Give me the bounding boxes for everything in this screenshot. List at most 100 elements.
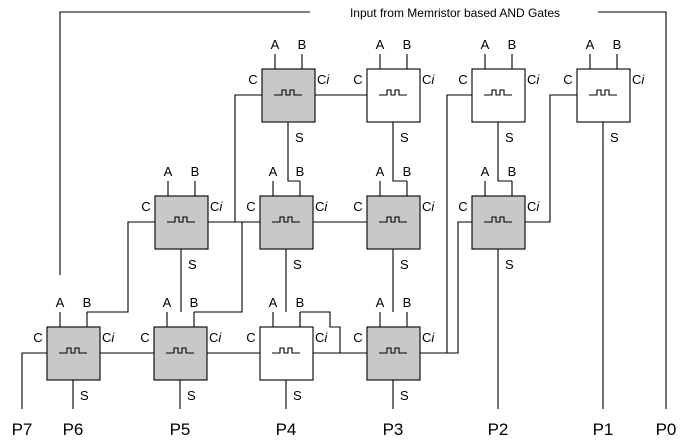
output-label-p1: P1 <box>593 420 614 439</box>
port-s-label: S <box>80 388 89 403</box>
pulse-waveform-icon <box>166 347 194 354</box>
port-s-label: S <box>400 257 409 272</box>
output-label-p0: P0 <box>656 420 677 439</box>
port-b-label: B <box>190 295 199 310</box>
port-a-label: A <box>376 295 385 310</box>
port-b-label: B <box>613 37 622 52</box>
adder-cell-r3c4: A B S C Ci <box>353 295 435 403</box>
sum-r3c3-cross <box>300 311 341 353</box>
adder-cell-r1c3: A B S C Ci <box>458 37 540 145</box>
sum-r1c3 <box>497 142 512 182</box>
port-ci-label: Ci <box>102 330 115 345</box>
port-c-label: C <box>353 72 362 87</box>
port-b-label: B <box>296 295 305 310</box>
port-ci-label: Ci <box>210 199 223 214</box>
adder-cell-r1c4: A B S C Ci <box>563 37 645 145</box>
port-c-label: C <box>563 72 572 87</box>
route-r3c1-c <box>21 352 47 409</box>
port-s-label: S <box>505 257 514 272</box>
adder-cell-r1c1: A B S C Ci <box>248 37 330 145</box>
sum-r1c2 <box>392 142 407 182</box>
route-r2c2-c <box>194 221 260 313</box>
route-r1c4-c <box>525 94 577 223</box>
port-b-label: B <box>508 37 517 52</box>
port-a-label: A <box>164 164 173 179</box>
route-r2c1-c <box>87 221 155 313</box>
port-b-label: B <box>403 37 412 52</box>
port-s-label: S <box>400 130 409 145</box>
pulse-waveform-icon <box>272 216 300 223</box>
port-a-label: A <box>269 164 278 179</box>
pulse-waveform-icon <box>59 347 87 354</box>
port-b-label: B <box>508 164 517 179</box>
adder-cell-r2c1: A B S C Ci <box>141 164 223 272</box>
port-a-label: A <box>269 295 278 310</box>
pulse-waveform-icon <box>167 216 195 223</box>
port-c-label: C <box>141 199 150 214</box>
port-b-label: B <box>83 295 92 310</box>
port-s-label: S <box>400 388 409 403</box>
port-s-label: S <box>188 257 197 272</box>
port-ci-label: Ci <box>317 72 330 87</box>
output-label-p7: P7 <box>12 420 33 439</box>
sum-r1c1 <box>287 142 300 182</box>
pulse-waveform-icon <box>484 216 512 223</box>
port-a-label: A <box>163 295 172 310</box>
port-a-label: A <box>376 164 385 179</box>
port-a-label: A <box>376 37 385 52</box>
adder-cell-r1c2: A B S C Ci <box>353 37 435 145</box>
pulse-waveform-icon <box>484 89 512 96</box>
port-ci-label: Ci <box>422 199 435 214</box>
port-s-label: S <box>505 130 514 145</box>
input-bus-left <box>59 11 310 275</box>
route-r1c3-c <box>420 94 472 354</box>
adder-cell-r2c3: A B S C Ci <box>353 164 435 272</box>
port-b-label: B <box>403 295 412 310</box>
port-c-label: C <box>246 199 255 214</box>
port-s-label: S <box>187 388 196 403</box>
port-c-label: C <box>458 72 467 87</box>
port-ci-label: Ci <box>527 199 540 214</box>
port-s-label: S <box>293 257 302 272</box>
pulse-waveform-icon <box>379 347 407 354</box>
pulse-waveform-icon <box>272 347 300 354</box>
pulse-waveform-icon <box>274 89 302 96</box>
port-b-label: B <box>403 164 412 179</box>
output-label-p2: P2 <box>488 420 509 439</box>
port-c-label: C <box>353 199 362 214</box>
port-a-label: A <box>481 37 490 52</box>
port-b-label: B <box>191 164 200 179</box>
port-a-label: A <box>271 37 280 52</box>
diagram-title: Input from Memristor based AND Gates <box>350 6 560 20</box>
port-ci-label: Ci <box>422 72 435 87</box>
port-b-label: B <box>296 164 305 179</box>
input-bus-right <box>598 11 667 409</box>
port-c-label: C <box>33 330 42 345</box>
port-b-label: B <box>298 37 307 52</box>
port-ci-label: Ci <box>315 199 328 214</box>
port-c-label: C <box>140 330 149 345</box>
port-c-label: C <box>248 72 257 87</box>
adder-cell-r2c2: A B S C Ci <box>246 164 328 272</box>
port-c-label: C <box>353 330 362 345</box>
port-s-label: S <box>610 130 619 145</box>
output-label-p6: P6 <box>63 420 84 439</box>
output-label-p4: P4 <box>276 420 297 439</box>
route-r1c1-c <box>208 94 262 223</box>
port-s-label: S <box>295 130 304 145</box>
pulse-waveform-icon <box>379 216 407 223</box>
port-ci-label: Ci <box>527 72 540 87</box>
wires <box>21 11 667 409</box>
port-ci-label: Ci <box>422 330 435 345</box>
port-a-label: A <box>586 37 595 52</box>
port-ci-label: Ci <box>632 72 645 87</box>
output-label-p3: P3 <box>383 420 404 439</box>
port-s-label: S <box>293 388 302 403</box>
